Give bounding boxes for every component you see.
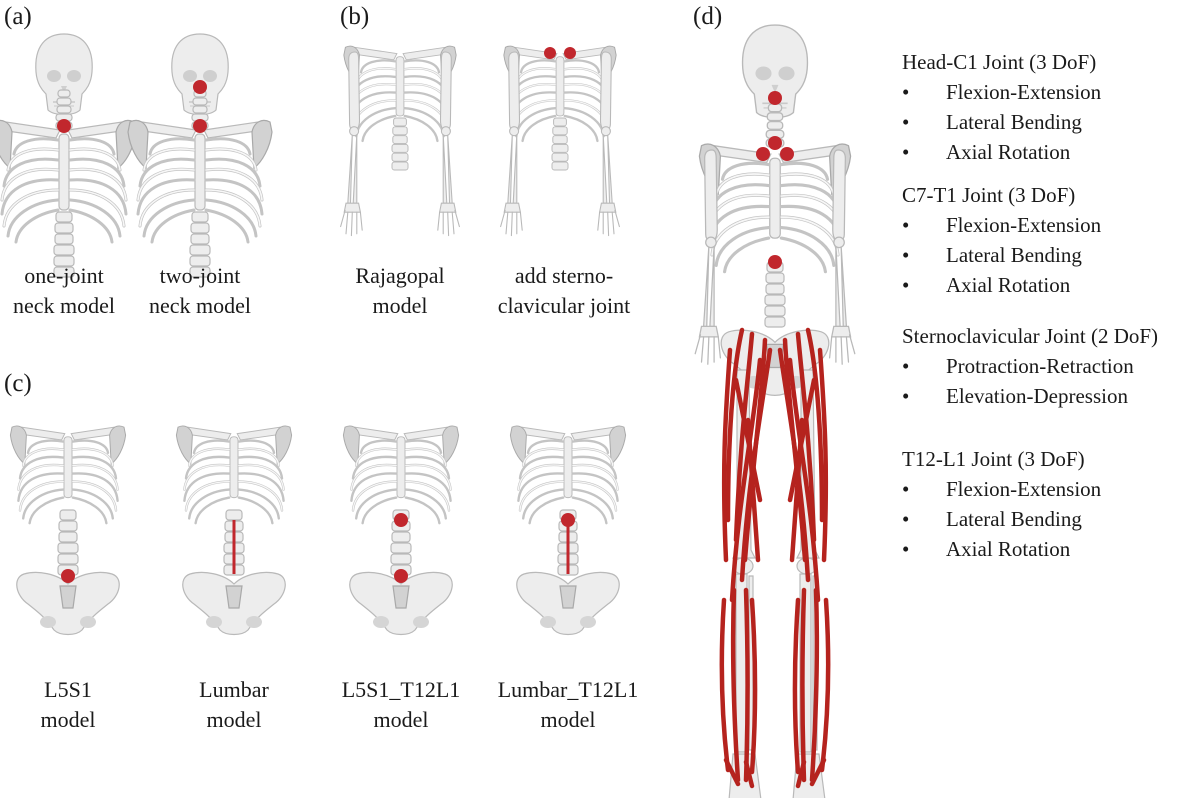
panel-label-a: (a) bbox=[4, 3, 32, 30]
dof-item: •Elevation-Depression bbox=[902, 381, 1158, 411]
caption-two-joint-neck-model: two-joint neck model bbox=[148, 263, 252, 318]
panel-d-full-body-skeleton bbox=[694, 24, 856, 798]
panel-c-l5s1-t12l1-skeleton bbox=[342, 424, 460, 636]
panel-c-lumbar-t12l1-skeleton bbox=[509, 424, 627, 636]
joint-title: T12-L1 Joint (3 DoF) bbox=[902, 447, 1085, 471]
joint-group-c7-t1: C7-T1 Joint (3 DoF) •Flexion-Extension •… bbox=[902, 180, 1101, 300]
sternoclavicular-joint-right-marker bbox=[780, 147, 794, 161]
bullet-icon: • bbox=[902, 384, 910, 408]
bullet-icon: • bbox=[902, 80, 910, 104]
panel-label-c: (c) bbox=[4, 370, 32, 397]
caption-sternoclavicular-model: add sterno- clavicular joint bbox=[497, 263, 631, 318]
bullet-icon: • bbox=[902, 507, 910, 531]
panel-a-one-joint-skeleton bbox=[0, 33, 138, 278]
bullet-icon: • bbox=[902, 110, 910, 134]
joint-dof-list-1: Head-C1 Joint (3 DoF) •Flexion-Extension… bbox=[902, 47, 1101, 313]
bullet-icon: • bbox=[902, 213, 910, 237]
l5-s1-joint-marker bbox=[61, 569, 75, 583]
dof-item: •Axial Rotation bbox=[902, 270, 1101, 300]
joint-dof-list-3: T12-L1 Joint (3 DoF) •Flexion-Extension … bbox=[902, 444, 1101, 577]
bullet-icon: • bbox=[902, 537, 910, 561]
bullet-icon: • bbox=[902, 273, 910, 297]
caption-lumbar-t12l1-model: Lumbar_T12L1 model bbox=[497, 677, 639, 732]
caption-l5s1-model: L5S1 model bbox=[40, 677, 96, 732]
caption-l5s1-t12l1-model: L5S1_T12L1 model bbox=[341, 677, 461, 732]
dof-item: •Axial Rotation bbox=[902, 137, 1101, 167]
panel-label-b: (b) bbox=[340, 3, 370, 30]
panel-a-two-joint-skeleton bbox=[126, 33, 274, 278]
panel-b-rajagopal-skeleton bbox=[340, 44, 460, 237]
dof-item: •Lateral Bending bbox=[902, 107, 1101, 137]
bullet-icon: • bbox=[902, 140, 910, 164]
l5-s1-joint-marker bbox=[394, 569, 408, 583]
dof-item: •Lateral Bending bbox=[902, 240, 1101, 270]
dof-item: •Protraction-Retraction bbox=[902, 351, 1158, 381]
joint-group-t12-l1: T12-L1 Joint (3 DoF) •Flexion-Extension … bbox=[902, 444, 1101, 564]
panel-label-d: (d) bbox=[693, 3, 723, 30]
joint-title: Sternoclavicular Joint (2 DoF) bbox=[902, 324, 1159, 348]
bullet-icon: • bbox=[902, 477, 910, 501]
sternoclavicular-joint-left-marker bbox=[756, 147, 770, 161]
sternoclavicular-joint-left-marker bbox=[544, 47, 556, 59]
t12-l1-joint-marker bbox=[768, 255, 782, 269]
caption-rajagopal-model: Rajagopal model bbox=[355, 263, 445, 318]
panel-c-lumbar-skeleton bbox=[175, 424, 293, 636]
dof-item: •Flexion-Extension bbox=[902, 77, 1101, 107]
head-c1-joint-marker bbox=[193, 80, 207, 94]
joint-title: Head-C1 Joint (3 DoF) bbox=[902, 50, 1097, 74]
head-c1-joint-marker bbox=[768, 91, 782, 105]
sternoclavicular-joint-right-marker bbox=[564, 47, 576, 59]
dof-item: •Axial Rotation bbox=[902, 534, 1101, 564]
c7-t1-joint-marker bbox=[768, 136, 782, 150]
panel-b-sternoclavicular-skeleton bbox=[500, 44, 620, 237]
c7-t1-joint-marker bbox=[193, 119, 207, 133]
joint-group-sternoclavicular: Sternoclavicular Joint (2 DoF) •Protract… bbox=[902, 321, 1158, 411]
bullet-icon: • bbox=[902, 354, 910, 378]
bullet-icon: • bbox=[902, 243, 910, 267]
joint-dof-list-2: Sternoclavicular Joint (2 DoF) •Protract… bbox=[902, 321, 1158, 424]
joint-group-head-c1: Head-C1 Joint (3 DoF) •Flexion-Extension… bbox=[902, 47, 1101, 167]
caption-one-joint-neck-model: one-joint neck model bbox=[12, 263, 116, 318]
c7-t1-joint-marker bbox=[57, 119, 71, 133]
caption-lumbar-model: Lumbar model bbox=[199, 677, 269, 732]
joint-title: C7-T1 Joint (3 DoF) bbox=[902, 183, 1076, 207]
dof-item: •Lateral Bending bbox=[902, 504, 1101, 534]
panel-c-l5s1-skeleton bbox=[9, 424, 127, 636]
dof-item: •Flexion-Extension bbox=[902, 210, 1101, 240]
leg-muscles bbox=[719, 327, 831, 789]
dof-item: •Flexion-Extension bbox=[902, 474, 1101, 504]
t12-l1-joint-marker bbox=[394, 513, 408, 527]
